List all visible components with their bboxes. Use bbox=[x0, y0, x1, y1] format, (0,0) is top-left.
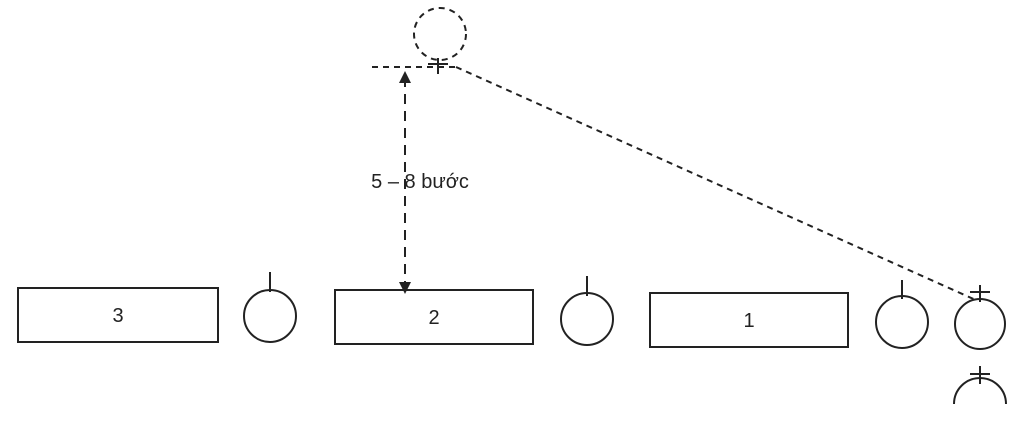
box-3: 3 bbox=[17, 287, 219, 343]
commander-symbol bbox=[954, 285, 1006, 350]
box-3-label: 3 bbox=[112, 305, 123, 327]
box-2-label: 2 bbox=[428, 307, 439, 329]
person-symbol-2 bbox=[560, 276, 614, 346]
box-2: 2 bbox=[334, 289, 534, 345]
dashed-position-symbol bbox=[413, 7, 467, 74]
person-symbol-1 bbox=[243, 272, 297, 343]
lower-person-symbol bbox=[953, 366, 1007, 405]
person-symbol-3 bbox=[875, 280, 929, 349]
diagonal-dashed-line bbox=[455, 66, 979, 302]
box-1-label: 1 bbox=[743, 310, 754, 332]
box-1: 1 bbox=[649, 292, 849, 348]
distance-label: 5 – 8 bước bbox=[371, 171, 469, 193]
